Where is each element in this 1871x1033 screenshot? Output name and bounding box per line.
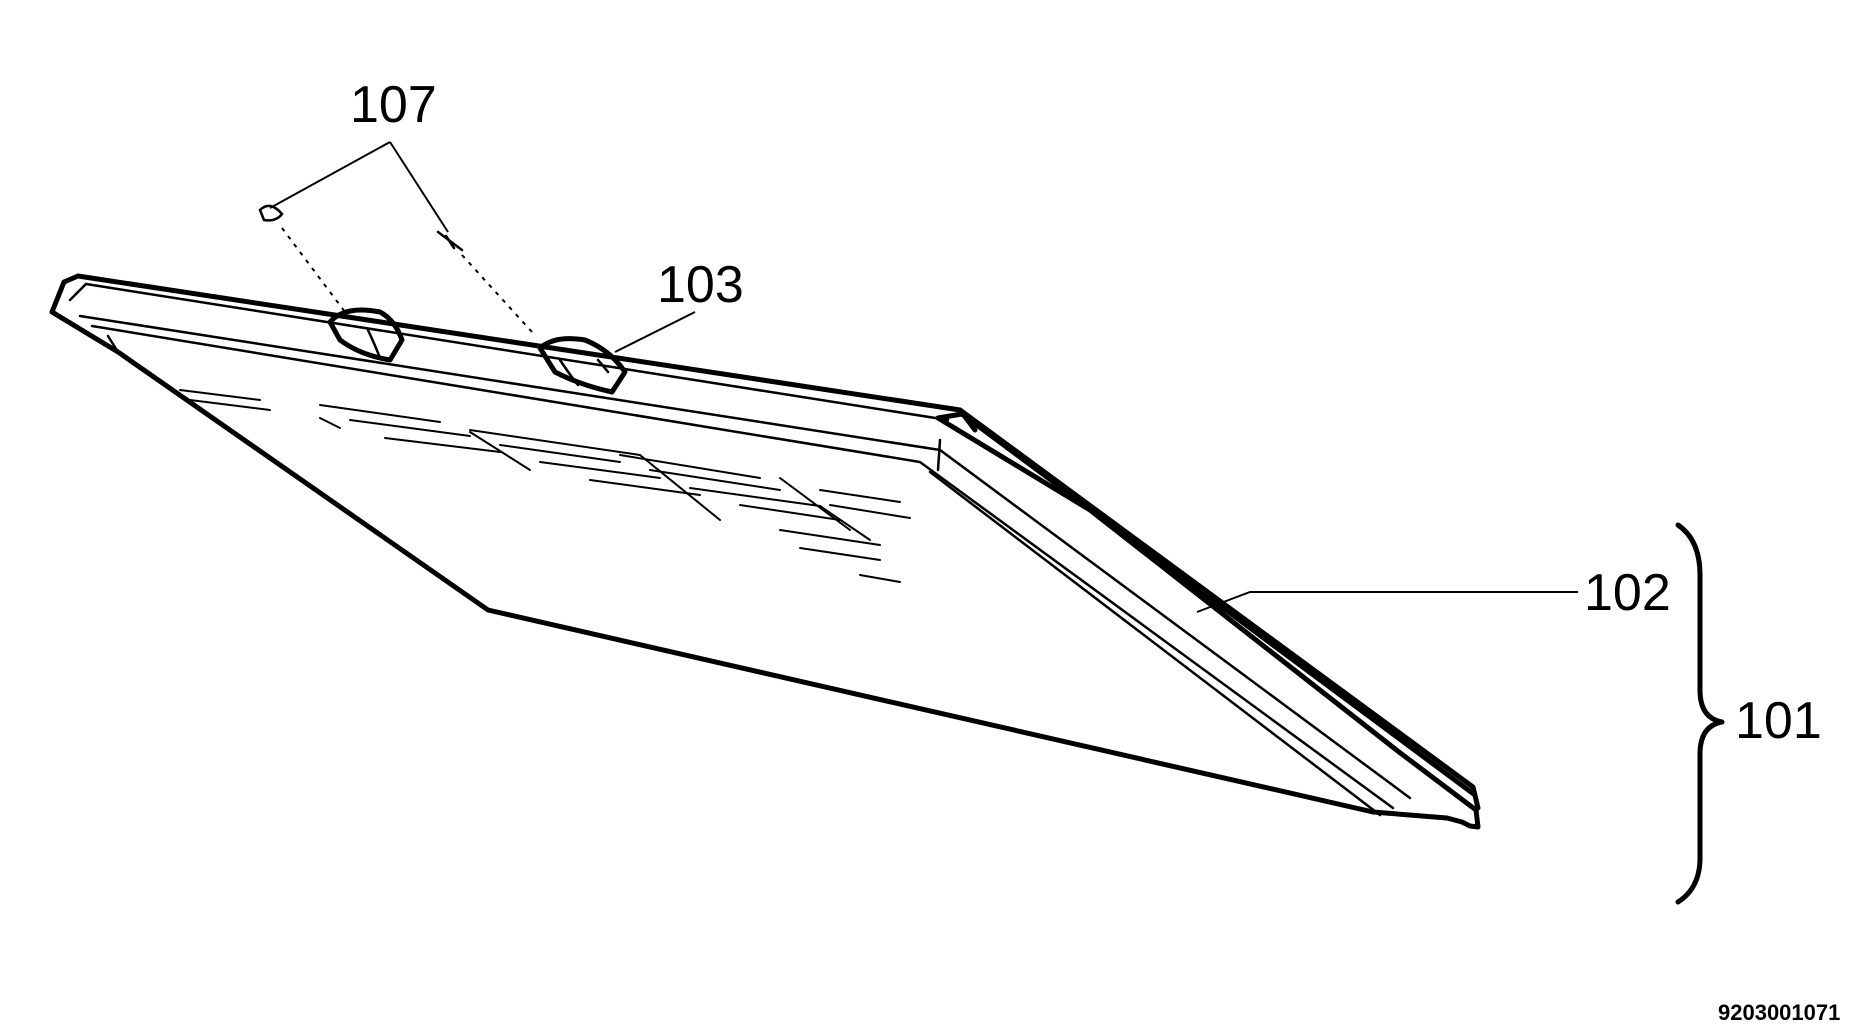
- screw-right: [436, 230, 533, 333]
- ref-label-101: 101: [1735, 692, 1822, 750]
- top-rail: [49, 273, 978, 433]
- corner-left: [106, 334, 120, 354]
- leader-107-left: [269, 141, 391, 209]
- document-id: 9203001071: [1718, 1000, 1840, 1025]
- clip-left: [327, 307, 405, 363]
- rail-inner-1: [68, 282, 950, 422]
- leader-102: [1196, 591, 1578, 613]
- corner-right: [936, 438, 942, 472]
- ref-label-102: 102: [1584, 564, 1671, 622]
- ref-label-107: 107: [350, 76, 437, 134]
- right-edge: [957, 407, 1481, 811]
- rail-inner-3: [90, 324, 1395, 810]
- panel-outline: [49, 309, 1481, 830]
- leader-103: [614, 311, 696, 353]
- clip-right: [537, 336, 628, 395]
- rail-inner-4: [928, 470, 1382, 817]
- screw-left: [258, 204, 346, 313]
- brace-101: [1675, 522, 1725, 905]
- panel-assembly: [49, 204, 1481, 830]
- leader-lines: [269, 141, 1725, 905]
- leader-107-right: [389, 141, 449, 233]
- ref-label-103: 103: [657, 256, 744, 314]
- panel-hatching: [179, 389, 911, 583]
